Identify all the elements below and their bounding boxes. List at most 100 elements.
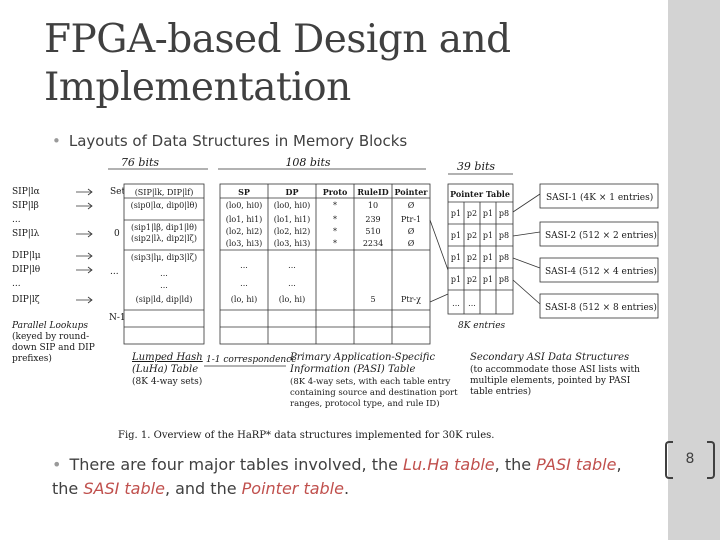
key-1: SIP|lβ: [12, 201, 39, 211]
bullet-text-part: , and the: [164, 479, 242, 498]
pasi-cell: Ø: [408, 227, 415, 236]
pointer-cell: ...: [452, 299, 460, 308]
bullet-layouts-text: Layouts of Data Structures in Memory Blo…: [68, 132, 408, 150]
pointer-cell: p1: [451, 253, 461, 262]
harp-data-structures-figure: 76 bits 108 bits 39 bits SIP|lα SIP|lβ .…: [8, 152, 660, 444]
caption-line: ranges, protocol type, and rule ID): [290, 398, 440, 409]
pasi-cell: *: [333, 215, 337, 224]
pasi-cell: *: [333, 201, 337, 210]
pasi-cell: 510: [365, 227, 380, 236]
luha-table: (SIP|lk, DIP|lf) (sip0|lα, dip0|lθ) (sip…: [123, 183, 205, 345]
caption-line: prefixes): [12, 353, 52, 364]
pointer-cell: p2: [467, 253, 477, 262]
width-label-39: 39 bits: [457, 160, 495, 173]
parallel-lookups-caption: Parallel Lookups (keyed by round- down S…: [11, 321, 95, 364]
sasi-1: SASI-1 (4K × 1 entries): [546, 192, 653, 203]
right-side-band: [668, 0, 720, 540]
page-number: 8: [685, 451, 695, 467]
pasi-cell: (lo0, hi0): [274, 201, 311, 210]
luha-table-highlight: Lu.Ha table: [403, 455, 495, 474]
sasi-8: SASI-8 (512 × 8 entries): [545, 302, 657, 313]
caption-line: Lumped Hash: [131, 352, 203, 363]
set-column: Set 0 ... N-1: [109, 187, 126, 323]
pasi-table-highlight: PASI table: [536, 455, 617, 474]
pointer-cell: p1: [483, 209, 493, 218]
pasi-cell: (lo3, hi3): [226, 239, 263, 248]
pointer-cell: p8: [499, 209, 509, 218]
key-4: DIP|lμ: [12, 251, 41, 261]
key-arrows: [76, 188, 93, 304]
left-keys: SIP|lα SIP|lβ ... SIP|lλ DIP|lμ DIP|lθ .…: [12, 187, 41, 305]
pointer-arrows: [429, 193, 541, 305]
pasi-cell: (lo3, hi3): [274, 239, 311, 248]
pasi-header-ruleid: RuleID: [357, 187, 388, 197]
pointer-table-header: Pointer Table: [450, 189, 510, 199]
pointer-cell: p1: [483, 275, 493, 284]
key-7: DIP|lζ: [12, 295, 40, 305]
pasi-cell: *: [333, 239, 337, 248]
pasi-cell: 2234: [363, 239, 383, 248]
pasi-cell: (lo1, hi1): [226, 215, 263, 224]
pasi-cell: Ptr-χ: [401, 295, 421, 304]
pointer-cell: p8: [499, 231, 509, 240]
slide-title: FPGA-based Design and Implementation: [44, 17, 511, 110]
caption-line: multiple elements, pointed by PASI: [470, 376, 631, 386]
set-ellipsis: ...: [110, 267, 119, 277]
sasi-table-highlight: SASI table: [83, 479, 165, 498]
pointer-cell: p2: [467, 231, 477, 240]
luha-row-1: (sip1|lβ, dip1|lθ): [131, 223, 197, 232]
pasi-cell: *: [333, 227, 337, 236]
pasi-caption: Primary Application-Specific Information…: [289, 352, 458, 409]
pasi-cell: ...: [288, 261, 296, 270]
bullet-dot-icon: •: [52, 455, 62, 474]
pointer-cell: p1: [451, 209, 461, 218]
caption-line: Primary Application-Specific: [289, 352, 435, 363]
key-2: ...: [12, 215, 21, 225]
pasi-cell: (lo2, hi2): [226, 227, 263, 236]
pointer-table-highlight: Pointer table: [241, 479, 344, 498]
bullet-text-part: , the: [494, 455, 537, 474]
luha-row-3: (sip3|lμ, dip3|lζ): [131, 253, 197, 262]
pasi-table: SP DP Proto RuleID Pointer (lo0, hi0) (l…: [219, 183, 431, 345]
bullet-text-part: .: [343, 479, 350, 498]
caption-line: table entries): [470, 386, 531, 397]
pointer-table: Pointer Table p1 p2 p1 p8 p1 p2 p1 p8 p1…: [447, 183, 514, 331]
caption-line: (8K 4-way sets): [132, 376, 202, 387]
width-label-108: 108 bits: [285, 156, 330, 169]
pointer-cell: p1: [451, 231, 461, 240]
bullet-dot-icon: •: [52, 132, 61, 150]
caption-line: (keyed by round-: [12, 331, 89, 342]
left-bracket: [665, 441, 673, 479]
pointer-cell: p2: [467, 275, 477, 284]
key-5: DIP|lθ: [12, 265, 40, 275]
pasi-cell: Ptr-1: [401, 215, 421, 224]
width-labels: 76 bits 108 bits 39 bits: [121, 156, 495, 173]
caption-line: (8K 4-way sets, with each table entry: [290, 376, 450, 387]
luha-header: (SIP|lk, DIP|lf): [135, 188, 194, 197]
pointer-cell: p1: [483, 253, 493, 262]
pasi-cell: 239: [365, 215, 380, 224]
pointer-cell: p1: [451, 275, 461, 284]
bullet-four-tables: • There are four major tables involved, t…: [52, 453, 652, 501]
sasi-2: SASI-2 (512 × 2 entries): [545, 230, 657, 241]
caption-line: (LuHa) Table: [132, 364, 198, 375]
set-last: N-1: [109, 313, 126, 323]
pointer-cell: ...: [468, 299, 476, 308]
sasi-caption: Secondary ASI Data Structures (to accomm…: [470, 352, 640, 397]
bullet-text-part: , the: [52, 455, 622, 498]
bullet-text-part: There are four major tables involved, th…: [69, 455, 404, 474]
luha-row-2: (sip2|lλ, dip2|lζ): [131, 234, 197, 243]
pointer-cell: p1: [483, 231, 493, 240]
pointer-entries: 8K entries: [458, 321, 506, 331]
set-zero: 0: [114, 229, 120, 239]
bullet-layouts: • Layouts of Data Structures in Memory Bl…: [52, 132, 407, 150]
pasi-header-dp: DP: [286, 187, 299, 197]
pointer-cell: p8: [499, 275, 509, 284]
caption-line: Parallel Lookups: [11, 321, 88, 331]
caption-line: containing source and destination port: [290, 388, 458, 398]
sasi-boxes: SASI-1 (4K × 1 entries) SASI-2 (512 × 2 …: [539, 183, 659, 319]
caption-line: Secondary ASI Data Structures: [470, 352, 629, 363]
pasi-cell: 10: [368, 201, 378, 210]
luha-row-0: (sip0|lα, dip0|lθ): [131, 201, 198, 210]
width-label-76: 76 bits: [121, 156, 159, 169]
